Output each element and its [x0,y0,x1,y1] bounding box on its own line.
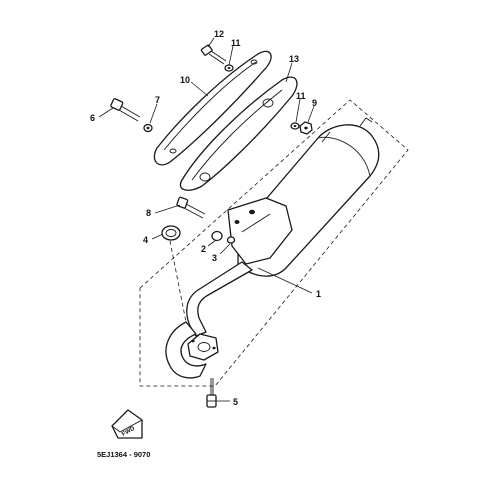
callout-2: 2 [201,244,206,254]
bolt-5 [206,378,217,408]
callout-13: 13 [289,54,299,64]
leader-lines [98,37,315,402]
bolt-8 [176,196,206,219]
callout-7: 7 [155,95,160,105]
heat-protector-10 [153,50,272,166]
fwd-direction-badge: FWD [111,409,143,439]
screw-12 [200,44,227,65]
bolt-6 [110,98,141,122]
callout-12: 12 [214,29,224,39]
callout-9: 9 [312,98,317,108]
callout-6: 6 [90,113,95,123]
callout-5: 5 [233,397,238,407]
callout-4: 4 [143,235,148,245]
callout-1: 1 [316,289,321,299]
drawing-code: 5EJ1364 - 9070 [97,450,150,459]
callout-3: 3 [212,253,217,263]
callout-11-right: 11 [296,91,306,101]
heat-protector-13 [179,76,298,191]
muffler-1 [165,117,380,379]
callout-10: 10 [180,75,190,85]
callout-8: 8 [146,208,151,218]
gasket-4 [161,225,181,241]
assembly-boundary [139,99,409,387]
callout-11-top: 11 [231,38,241,48]
